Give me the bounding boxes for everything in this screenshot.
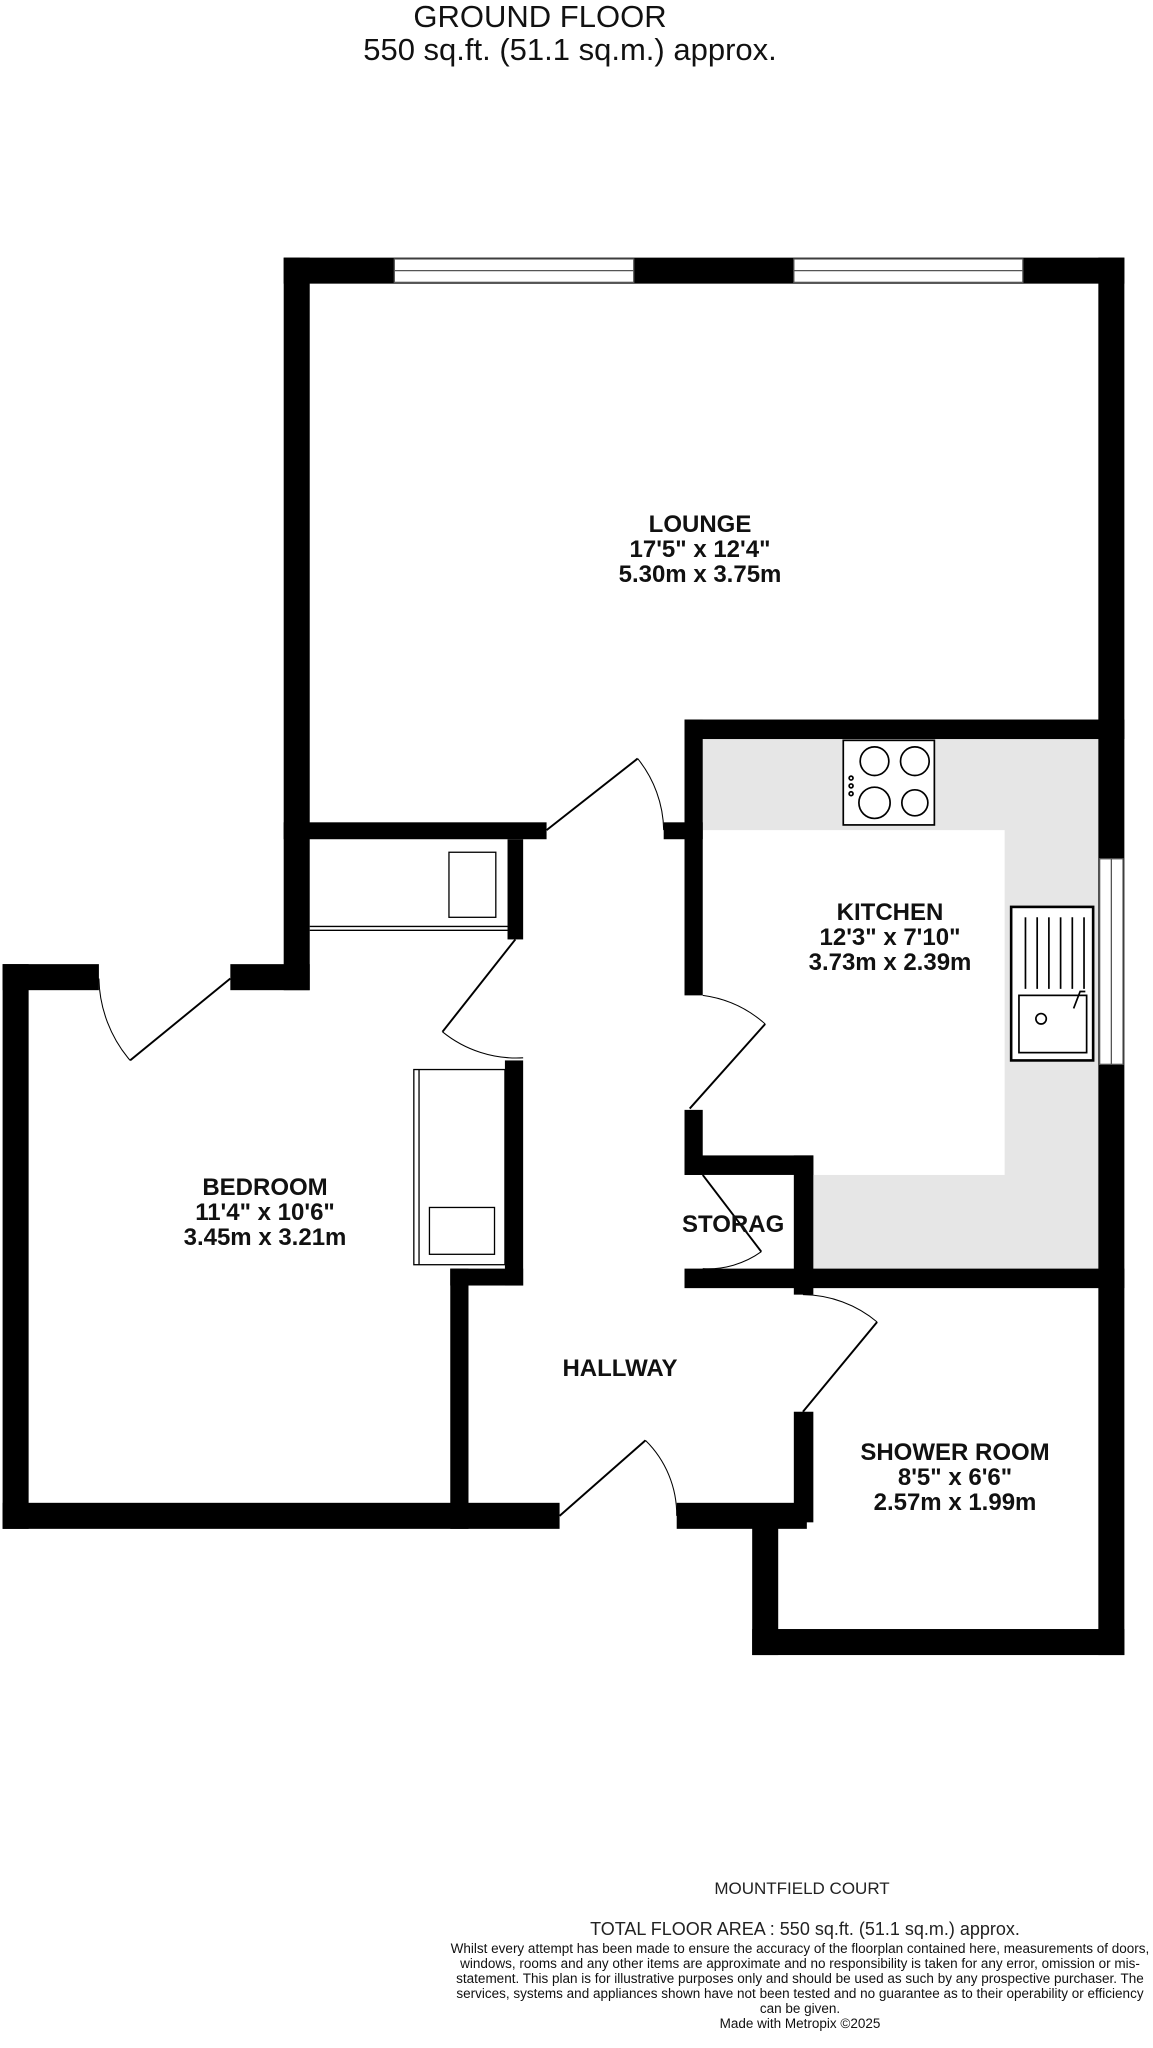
- room-name: SHOWER ROOM: [860, 1439, 1050, 1466]
- credit: Made with Metropix ©2025: [719, 2016, 881, 2031]
- wardrobe-icon: [309, 851, 508, 1266]
- room-metric: 2.57m x 1.99m: [873, 1489, 1037, 1516]
- sink-icon: [1009, 905, 1095, 1062]
- room-name: KITCHEN: [836, 899, 944, 926]
- floor-area: 550 sq.ft. (51.1 sq.m.) approx.: [363, 32, 777, 67]
- total-floor-area: TOTAL FLOOR AREA : 550 sq.ft. (51.1 sq.m…: [590, 1919, 1020, 1939]
- disclaimer: Whilst every attempt has been made to en…: [450, 1941, 1150, 2031]
- room-name: BEDROOM: [202, 1174, 328, 1201]
- room-name: LOUNGE: [648, 511, 752, 538]
- hob-icon: [842, 739, 936, 826]
- room-metric: 3.45m x 3.21m: [183, 1224, 347, 1251]
- room-storage: STORAG: [682, 1211, 785, 1238]
- floor-title: GROUND FLOOR: [413, 0, 667, 34]
- room-kitchen: KITCHEN 12'3" x 7'10" 3.73m x 2.39m: [770, 900, 1010, 975]
- room-shower: SHOWER ROOM 8'5" x 6'6" 2.57m x 1.99m: [820, 1440, 1090, 1515]
- room-metric: 5.30m x 3.75m: [618, 561, 782, 588]
- door-swing-icon: [98, 757, 878, 1517]
- room-hallway: HALLWAY: [562, 1355, 678, 1382]
- room-imperial: 11'4" x 10'6": [195, 1199, 335, 1226]
- room-lounge: LOUNGE 17'5" x 12'4" 5.30m x 3.75m: [560, 512, 840, 587]
- room-metric: 3.73m x 2.39m: [808, 949, 972, 976]
- room-imperial: 12'3" x 7'10": [819, 924, 961, 951]
- room-bedroom: BEDROOM 11'4" x 10'6" 3.45m x 3.21m: [145, 1175, 385, 1250]
- disclaimer-text: Whilst every attempt has been made to en…: [450, 1941, 1150, 2016]
- room-imperial: 8'5" x 6'6": [897, 1464, 1013, 1491]
- property-name: MOUNTFIELD COURT: [714, 1879, 890, 1898]
- window-icon: [393, 258, 1124, 1065]
- room-imperial: 17'5" x 12'4": [629, 536, 771, 563]
